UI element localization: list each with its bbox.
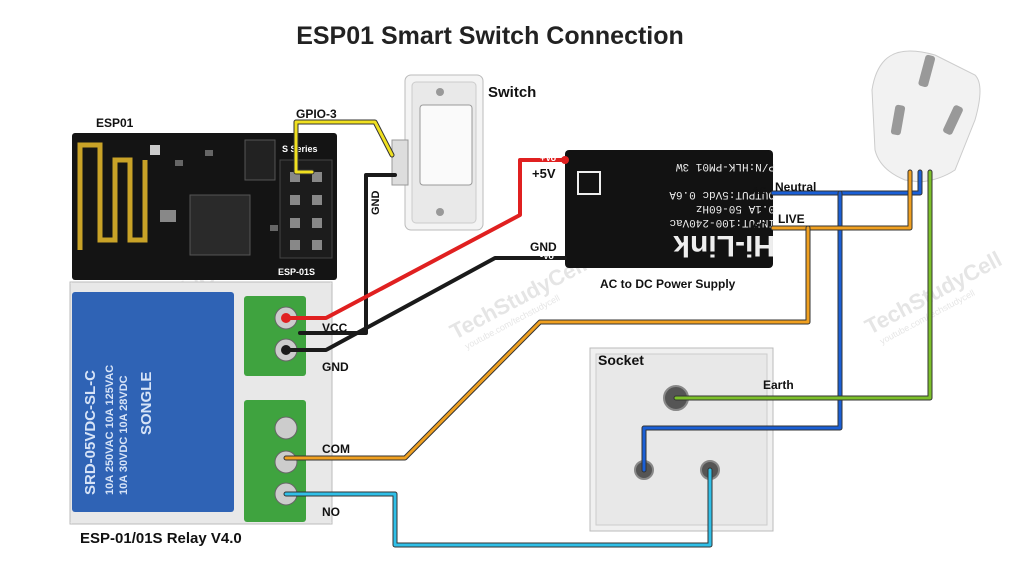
no-wire — [284, 468, 712, 547]
watermark-right: TechStudyCell youtube.com/techstudycell — [861, 246, 1006, 346]
live-label: LIVE — [778, 212, 805, 226]
watermark-brand-text: TechStudyCell — [861, 246, 1006, 339]
relay-caption: ESP-01/01S Relay V4.0 — [80, 530, 242, 547]
vo-minus-label: -Vo — [540, 251, 554, 261]
psu-gnd-wire — [284, 256, 567, 352]
neutral-socket-wire — [642, 191, 842, 472]
page-title: ESP01 Smart Switch Connection — [296, 22, 684, 50]
no-label: NO — [322, 505, 340, 519]
ac-top-label: AC — [752, 186, 767, 197]
neutral-label: Neutral — [775, 180, 817, 194]
relay-line1-text: 10A 250VAC 10A 125VAC — [104, 365, 116, 495]
three-pin-plug — [871, 50, 981, 183]
psu-brand-text: Hi-Link — [673, 229, 775, 262]
neutral-wire — [771, 170, 922, 195]
hilink-psu: P/N:HLK-PM01 3W OUTPUT:5Vdc 0.6A 0.1A 50… — [565, 150, 775, 268]
wall-switch — [391, 74, 484, 231]
switch-gnd-wire — [298, 173, 397, 335]
vcc-label: VCC — [322, 321, 348, 335]
plus5v-label: +5V — [532, 166, 556, 181]
switch-terminals — [391, 139, 409, 186]
psu-caption: AC to DC Power Supply — [600, 277, 736, 291]
wall-socket — [589, 347, 774, 532]
relay-module — [72, 292, 234, 512]
gpio3-wire — [294, 120, 394, 174]
com-wire — [284, 226, 810, 460]
esp-series-text: S Series — [282, 144, 318, 154]
earth-label: Earth — [763, 378, 794, 392]
power-terminal-block — [244, 296, 306, 376]
switch-label: Switch — [488, 84, 537, 101]
com-label: COM — [322, 442, 350, 456]
psu-input2-text: 0.1A 50-60Hz — [696, 202, 775, 214]
psu-input-text: INPUT:100-240Vac — [669, 216, 775, 228]
antenna-trace — [77, 142, 148, 250]
psu-part-text: P/N:HLK-PM01 3W — [676, 160, 775, 172]
earth-wire — [674, 170, 932, 400]
vo-plus-label: +Vo — [540, 153, 557, 163]
ac-bottom-label: AC — [752, 221, 767, 232]
plug-earth-pin — [918, 54, 936, 88]
esp-chip — [189, 194, 251, 256]
vcc-wire — [284, 158, 567, 320]
com-screw — [274, 450, 298, 474]
relay-brand-text: SONGLE — [138, 372, 155, 435]
esp-model-text: ESP-01S — [278, 267, 315, 277]
psu-logo-square — [577, 171, 601, 195]
psu-output-text: OUTPUT:5Vdc 0.6A — [669, 188, 775, 200]
socket-label: Socket — [598, 352, 644, 368]
relay-line2-text: 10A 30VDC 10A 28VDC — [118, 375, 130, 495]
plug-pin-right — [943, 105, 963, 135]
crystal — [160, 210, 176, 222]
relay-board: SRD-05VDC-SL-C 10A 250VAC 10A 125VAC 10A… — [69, 281, 333, 525]
flash-chip — [244, 139, 276, 181]
relay-model-text: SRD-05VDC-SL-C — [82, 370, 99, 495]
esp01-pin-header — [279, 159, 333, 259]
plug-pin-left — [890, 104, 906, 136]
esp01-board: S Series ESP-01S — [72, 133, 337, 280]
switch-gnd-label: GND — [370, 190, 382, 215]
live-wire — [771, 170, 912, 230]
nc-screw — [274, 416, 298, 440]
esp01-label: ESP01 — [96, 116, 134, 130]
psu-gnd-label: GND — [530, 240, 557, 254]
relay-gnd-label: GND — [322, 360, 349, 374]
gpio3-label: GPIO-3 — [296, 107, 337, 121]
switch-rocker — [419, 104, 473, 186]
